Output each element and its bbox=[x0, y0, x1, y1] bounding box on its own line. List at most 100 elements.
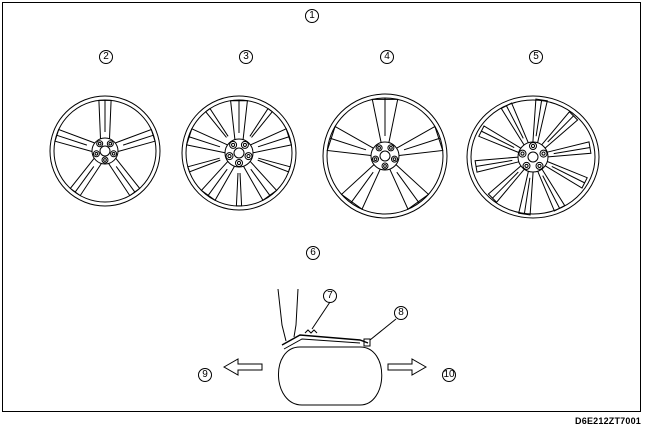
lug-nut-hole bbox=[97, 141, 102, 146]
spoke-split bbox=[207, 168, 228, 197]
lug-nut-hole bbox=[111, 151, 116, 156]
spoke-split bbox=[122, 134, 154, 146]
lug-nut bbox=[101, 156, 109, 164]
wheel-spoke bbox=[518, 171, 534, 216]
wheel-spoke bbox=[396, 125, 444, 156]
spoke-split bbox=[551, 165, 586, 184]
lug-nut-hole bbox=[389, 146, 393, 150]
callout-10: 10 bbox=[442, 368, 456, 382]
bead-mark bbox=[363, 338, 371, 347]
spoke-split bbox=[115, 166, 136, 193]
spoke-split bbox=[56, 134, 88, 146]
wheel-design-3 bbox=[181, 95, 297, 211]
lug-nut-hole bbox=[537, 163, 542, 168]
lug-nut-hole bbox=[94, 151, 99, 156]
spoke-split bbox=[553, 147, 591, 155]
lug-nut bbox=[391, 155, 398, 163]
lug-nut-hole bbox=[227, 154, 232, 159]
lug-nut bbox=[225, 152, 234, 161]
lug-nut bbox=[529, 142, 537, 150]
arrow-left-icon bbox=[222, 358, 263, 376]
callout-4: 4 bbox=[380, 50, 394, 64]
callout-3: 3 bbox=[239, 50, 253, 64]
spoke-split bbox=[250, 168, 271, 197]
lug-nut bbox=[96, 140, 104, 148]
wheel-spoke bbox=[250, 128, 293, 154]
figure-code: D6E212ZT7001 bbox=[575, 416, 641, 426]
lug-nut-hole bbox=[524, 163, 529, 168]
callout-8: 8 bbox=[394, 306, 408, 320]
callout-5: 5 bbox=[529, 50, 543, 64]
lug-nut bbox=[110, 150, 118, 158]
wheel-spoke bbox=[235, 172, 243, 207]
spoke-split bbox=[505, 105, 524, 139]
mount-rod-left bbox=[277, 288, 287, 342]
lug-nut bbox=[92, 150, 100, 158]
callout-1: 1 bbox=[305, 9, 319, 23]
spoke-split bbox=[475, 159, 513, 167]
lug-nut bbox=[372, 155, 379, 163]
lug-nut-hole bbox=[242, 142, 247, 147]
lug-nut-hole bbox=[236, 160, 242, 166]
spoke-split bbox=[329, 137, 367, 151]
lug-nut-hole bbox=[373, 157, 378, 161]
wheel-spoke bbox=[389, 164, 430, 210]
callout-2: 2 bbox=[99, 50, 113, 64]
tire-section-diagram bbox=[222, 288, 428, 406]
spoke-split bbox=[547, 115, 575, 143]
lug-nut bbox=[522, 161, 531, 170]
wheel-design-4 bbox=[322, 93, 448, 219]
wheel-spoke bbox=[204, 107, 229, 138]
lug-nut-hole bbox=[108, 141, 113, 146]
lug-nut bbox=[518, 149, 527, 158]
lug-nut-hole bbox=[377, 146, 381, 150]
wheel-spoke bbox=[249, 107, 274, 138]
lug-nut bbox=[106, 140, 114, 148]
mount-rod-right bbox=[293, 288, 299, 338]
spoke-split bbox=[535, 99, 543, 137]
lug-nut bbox=[375, 144, 383, 152]
spoke-split bbox=[188, 136, 221, 148]
spoke-split bbox=[74, 166, 95, 193]
spoke-split bbox=[480, 130, 515, 149]
lug-nut bbox=[240, 140, 249, 149]
spoke-split bbox=[542, 175, 561, 209]
lug-nut-hole bbox=[103, 158, 107, 162]
wheel-spoke bbox=[326, 125, 374, 156]
lubricant-mark bbox=[304, 329, 318, 334]
lug-nut bbox=[235, 159, 243, 167]
arrow-right-icon bbox=[387, 358, 428, 376]
lug-nut-hole bbox=[246, 154, 251, 159]
wheel-spoke bbox=[243, 161, 278, 202]
lug-nut-hole bbox=[541, 151, 546, 156]
lug-nut bbox=[535, 161, 544, 170]
callout-6: 6 bbox=[306, 246, 320, 260]
lug-nut-hole bbox=[530, 143, 536, 149]
lug-nut-hole bbox=[392, 157, 397, 161]
spoke-split bbox=[350, 171, 374, 204]
lug-nut bbox=[539, 149, 548, 158]
spoke-split bbox=[403, 137, 441, 151]
spoke-split bbox=[257, 136, 290, 148]
lug-nut bbox=[381, 162, 389, 170]
spoke-split bbox=[523, 177, 531, 215]
wheel-spoke bbox=[474, 156, 519, 173]
diagram-frame bbox=[2, 2, 641, 412]
spoke-split bbox=[491, 171, 519, 199]
wheel-spoke bbox=[200, 161, 235, 202]
wheel-spoke bbox=[257, 157, 291, 173]
spoke-split bbox=[396, 171, 420, 204]
wheel-spoke bbox=[547, 141, 592, 158]
lug-nut-hole bbox=[520, 151, 525, 156]
wheel-design-2 bbox=[49, 95, 161, 207]
wheel-spoke bbox=[187, 157, 221, 173]
lug-nut bbox=[387, 144, 395, 152]
wheel-design-5 bbox=[466, 95, 600, 219]
wheel-spoke bbox=[185, 128, 228, 154]
wheel-spoke bbox=[115, 128, 156, 152]
wheel-spoke bbox=[54, 128, 95, 152]
lug-nut bbox=[244, 152, 253, 161]
callout-9: 9 bbox=[198, 368, 212, 382]
wheel-spoke bbox=[340, 164, 381, 210]
